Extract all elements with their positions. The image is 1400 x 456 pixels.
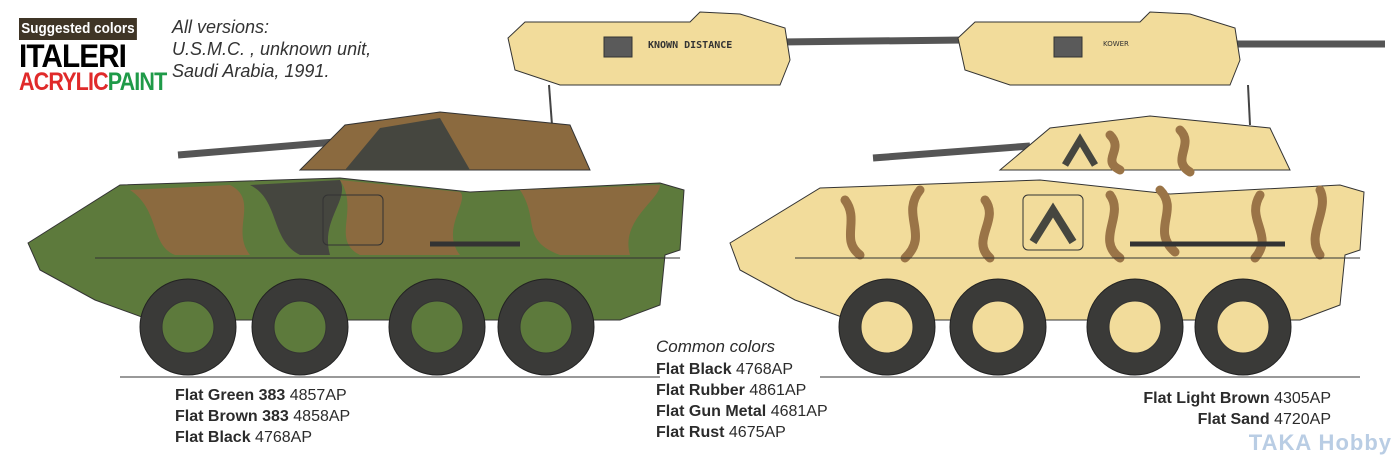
color-code: 4675AP <box>728 424 786 441</box>
color-name: Flat Light Brown <box>1143 390 1270 407</box>
color-code: 4720AP <box>1274 411 1331 428</box>
versions-note: All versions: U.S.M.C. , unknown unit, S… <box>172 16 371 82</box>
color-name: Flat Rubber <box>656 382 745 399</box>
color-item: Flat Green 383 4857AP <box>175 385 350 406</box>
color-name: Flat Black <box>175 429 251 446</box>
top-turret-right: KOWER <box>957 11 1385 86</box>
color-code: 4857AP <box>289 387 347 404</box>
color-name: Flat Black <box>656 361 732 378</box>
suggested-colors-badge: Suggested colors <box>19 18 137 40</box>
common-color-list: Common colors Flat Black 4768AP Flat Rub… <box>656 336 828 443</box>
color-code: 4768AP <box>255 429 312 446</box>
top-turret-left: KNOWN DISTANCE <box>507 11 966 86</box>
color-code: 4305AP <box>1274 390 1331 407</box>
color-item: Flat Black 4768AP <box>656 359 828 380</box>
color-item: Flat Brown 383 4858AP <box>175 406 350 427</box>
color-item: Flat Sand 4720AP <box>1143 409 1331 430</box>
color-name: Flat Gun Metal <box>656 403 767 420</box>
color-name: Flat Sand <box>1197 411 1270 428</box>
logo-acrylic: ACRYLIC <box>19 68 109 96</box>
color-code: 4681AP <box>770 403 828 420</box>
acrylic-paint-logo: ACRYLICPAINT <box>19 68 167 97</box>
common-colors-title: Common colors <box>656 337 776 356</box>
color-name: Flat Rust <box>656 424 725 441</box>
vehicle-desert <box>729 84 1365 378</box>
color-name: Flat Green 383 <box>175 387 286 404</box>
versions-line: Saudi Arabia, 1991. <box>172 61 330 81</box>
color-code: 4768AP <box>736 361 793 378</box>
watermark: TAKA Hobby <box>1248 430 1392 455</box>
italeri-logo: ITALERI <box>19 38 127 74</box>
vehicle-woodland <box>27 84 685 378</box>
known-distance-marking: KNOWN DISTANCE <box>648 40 732 51</box>
color-code: 4861AP <box>749 382 807 399</box>
woodland-color-list: Flat Green 383 4857AP Flat Brown 383 485… <box>175 385 350 448</box>
color-item: Flat Light Brown 4305AP <box>1143 388 1331 409</box>
color-code: 4858AP <box>293 408 351 425</box>
desert-color-list: Flat Light Brown 4305AP Flat Sand 4720AP <box>1143 388 1331 430</box>
versions-line: All versions: <box>172 17 270 37</box>
color-name: Flat Brown 383 <box>175 408 289 425</box>
logo-paint: PAINT <box>107 68 167 96</box>
color-item: Flat Rubber 4861AP <box>656 380 828 401</box>
kower-marking: KOWER <box>1103 40 1129 48</box>
color-item: Flat Gun Metal 4681AP <box>656 401 828 422</box>
versions-line: U.S.M.C. , unknown unit, <box>172 39 372 59</box>
color-item: Flat Rust 4675AP <box>656 422 828 443</box>
color-item: Flat Black 4768AP <box>175 427 350 448</box>
